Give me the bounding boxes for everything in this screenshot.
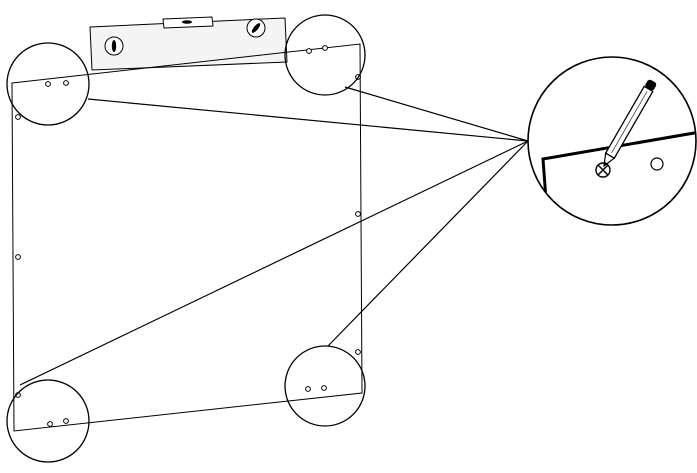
hole-bottom-left-2 — [63, 418, 69, 424]
cross-mark-icon — [595, 162, 611, 178]
leader-bottom-right — [327, 140, 529, 347]
hole-top-right-1 — [306, 48, 312, 54]
callout-bottom-left — [6, 379, 90, 463]
leader-bottom-left — [19, 140, 529, 386]
leader-lines — [19, 86, 529, 386]
pencil-icon — [603, 79, 657, 168]
hole-right-middle — [355, 211, 361, 217]
leader-top-left — [87, 98, 529, 142]
spirit-level-icon — [89, 16, 288, 71]
hole-bottom-right-2 — [321, 385, 327, 391]
hole-top-left-1 — [45, 81, 51, 87]
hole-bottom-left-1 — [47, 421, 53, 427]
leader-top-right — [344, 86, 529, 142]
hole-left-middle — [15, 254, 21, 260]
hole-top-left-2 — [63, 80, 69, 86]
mounting-holes — [15, 45, 361, 427]
hole-left-upper — [15, 114, 21, 120]
corner-callouts — [6, 14, 366, 463]
panel-outline — [11, 43, 363, 432]
callout-top-left — [6, 42, 90, 126]
detail-callout — [527, 56, 697, 226]
hole-top-right-2 — [322, 45, 328, 51]
hole-bottom-right-1 — [305, 386, 311, 392]
hole-right-lower — [355, 349, 361, 355]
detail-hole — [650, 157, 664, 171]
callout-bottom-right — [284, 345, 366, 427]
callout-top-right — [284, 14, 366, 96]
